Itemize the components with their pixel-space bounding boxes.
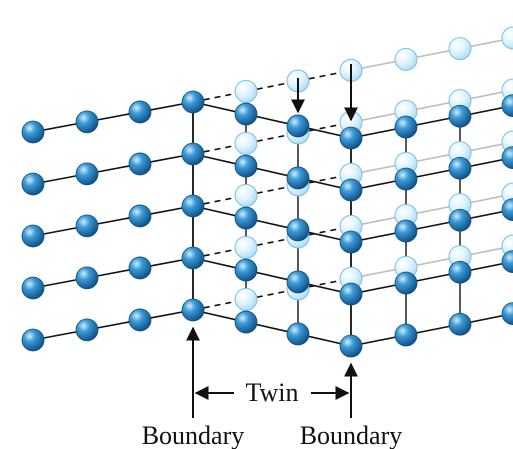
ghost-atom: [234, 287, 258, 311]
ghost-atom: [234, 235, 258, 259]
atom: [339, 334, 363, 358]
atom: [339, 282, 363, 306]
atom: [234, 102, 258, 126]
ghost-atom: [234, 79, 258, 103]
atom: [181, 90, 205, 114]
atom: [394, 167, 418, 191]
atom: [286, 218, 310, 242]
boundary-left-label: Boundary: [142, 421, 245, 449]
ghost-atom: [234, 183, 258, 207]
atom: [234, 258, 258, 282]
atom: [286, 114, 310, 138]
atom: [75, 162, 99, 186]
atom: [394, 219, 418, 243]
atom: [501, 94, 513, 118]
atom: [181, 246, 205, 270]
atom: [448, 156, 472, 180]
atom: [234, 206, 258, 230]
atom: [128, 256, 152, 280]
atom: [75, 110, 99, 134]
atom: [234, 310, 258, 334]
atom: [286, 270, 310, 294]
atom: [181, 298, 205, 322]
atom: [448, 208, 472, 232]
atom: [501, 250, 513, 274]
atom: [394, 323, 418, 347]
atom: [394, 115, 418, 139]
atom: [501, 302, 513, 326]
atom: [339, 126, 363, 150]
atom: [128, 152, 152, 176]
atom: [75, 214, 99, 238]
ghost-atom: [501, 26, 513, 50]
atom: [75, 266, 99, 290]
atom: [21, 328, 45, 352]
atom: [234, 154, 258, 178]
annotation-arrows: [186, 64, 358, 418]
atom: [128, 100, 152, 124]
atom: [21, 224, 45, 248]
boundary-right-label: Boundary: [300, 421, 403, 449]
atom: [394, 271, 418, 295]
atom: [181, 142, 205, 166]
ghost-atom: [448, 37, 472, 61]
atom: [501, 146, 513, 170]
ghost-atom: [234, 131, 258, 155]
atom: [75, 318, 99, 342]
twin-label: Twin: [245, 378, 298, 407]
atom: [339, 178, 363, 202]
atom: [448, 104, 472, 128]
ghost-atom: [394, 47, 418, 71]
atom: [21, 120, 45, 144]
atom: [21, 172, 45, 196]
atom: [181, 194, 205, 218]
atom: [448, 260, 472, 284]
atom: [286, 322, 310, 346]
atom: [21, 276, 45, 300]
atom: [448, 312, 472, 336]
atom: [128, 308, 152, 332]
lattice-atoms: [21, 90, 513, 358]
atom: [286, 166, 310, 190]
atom: [501, 198, 513, 222]
atom: [339, 230, 363, 254]
atom: [128, 204, 152, 228]
